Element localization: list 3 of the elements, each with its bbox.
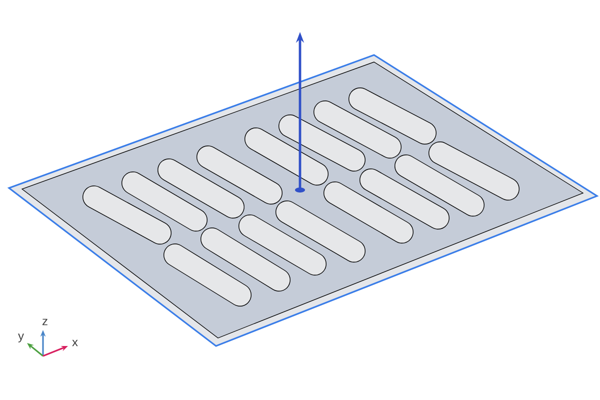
axis-label: y — [18, 334, 24, 342]
axis-label: x — [72, 340, 78, 346]
axis-label: z — [42, 318, 48, 326]
